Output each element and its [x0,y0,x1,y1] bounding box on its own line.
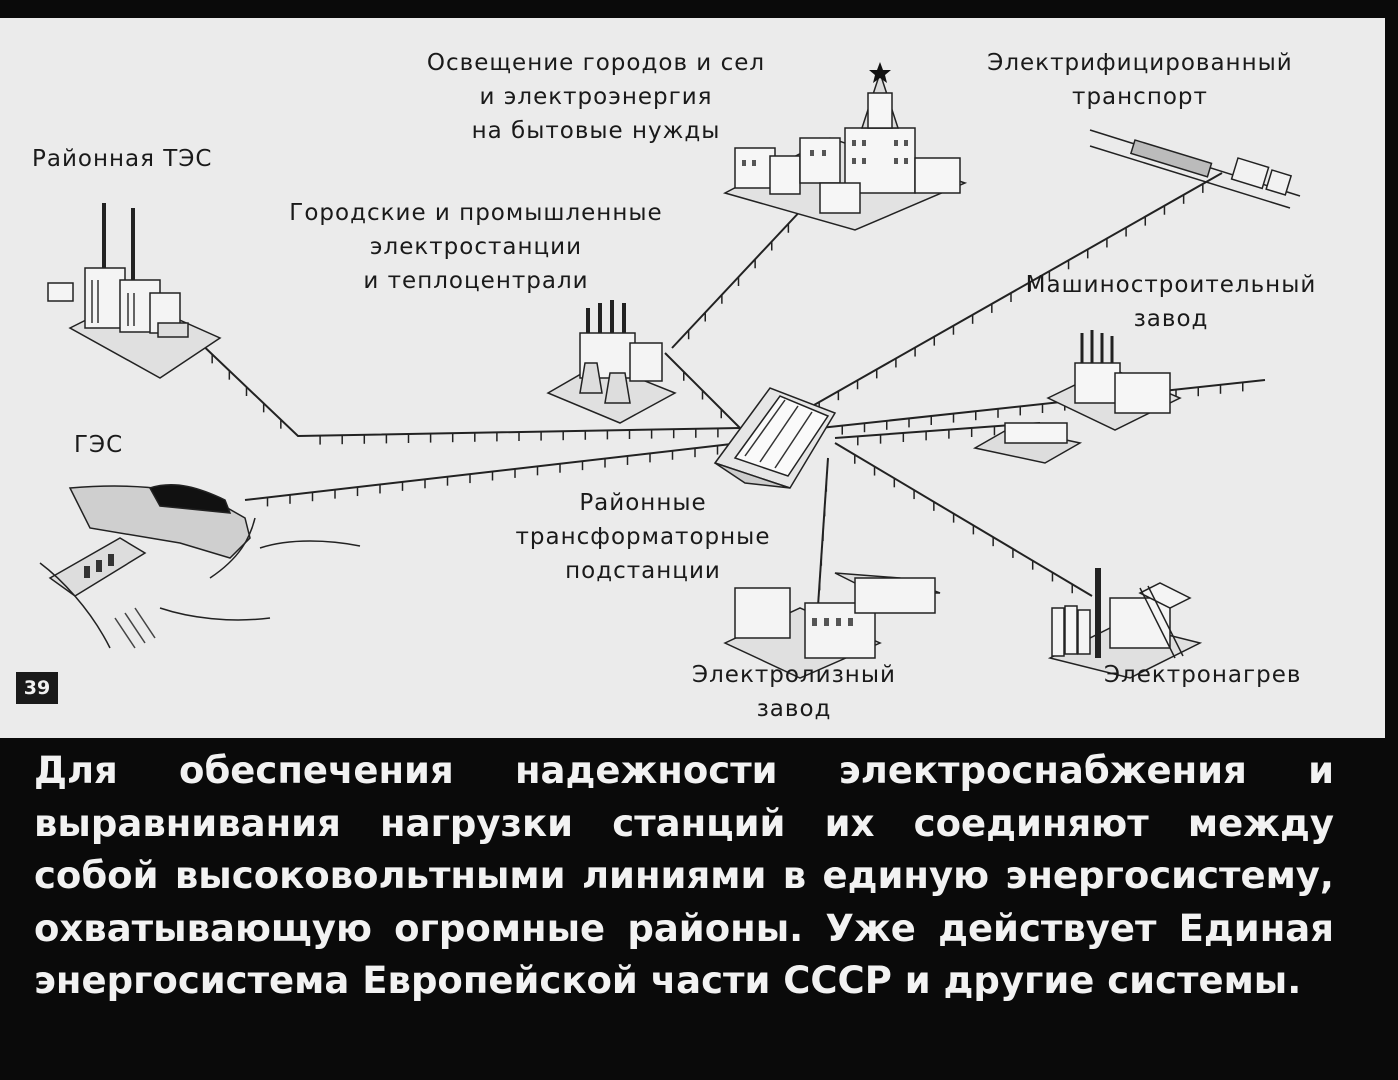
diagram-panel: Освещение городов и сел и электроэнергия… [0,18,1385,738]
energy-system-diagram [39,62,1301,679]
slide-number-badge: 39 [14,670,60,706]
electroheating-illustration [1047,568,1203,679]
label-electroheating: Электронагрев [1104,662,1302,688]
electrolysis-plant-illustration [723,572,941,679]
label-regional-tes: Районная ТЭС [32,146,213,172]
city-illustration [722,62,968,231]
label-electrolysis-plant: Электролизный завод [692,662,896,722]
label-lighting: Освещение городов и сел и электроэнергия… [426,50,766,144]
label-substations: Районные трансформаторные подстанции [515,490,771,584]
regional-tes-illustration [47,203,222,379]
label-machine-plant: Машиностроительный завод [1025,272,1317,332]
city-power-plant-illustration [546,300,677,424]
substation-illustration [713,387,837,489]
label-electrified-transport: Электрифицированный транспорт [987,50,1293,110]
caption-text: Для обеспечения надежности электроснабже… [34,749,1334,1002]
label-city-plants: Городские и промышленные электростанции … [289,200,663,294]
line-electroheating [834,442,1093,597]
label-ges: ГЭС [74,432,124,458]
machine-plant-illustration [972,330,1182,464]
transport-illustration [1089,129,1301,209]
ges-illustration [39,484,361,649]
